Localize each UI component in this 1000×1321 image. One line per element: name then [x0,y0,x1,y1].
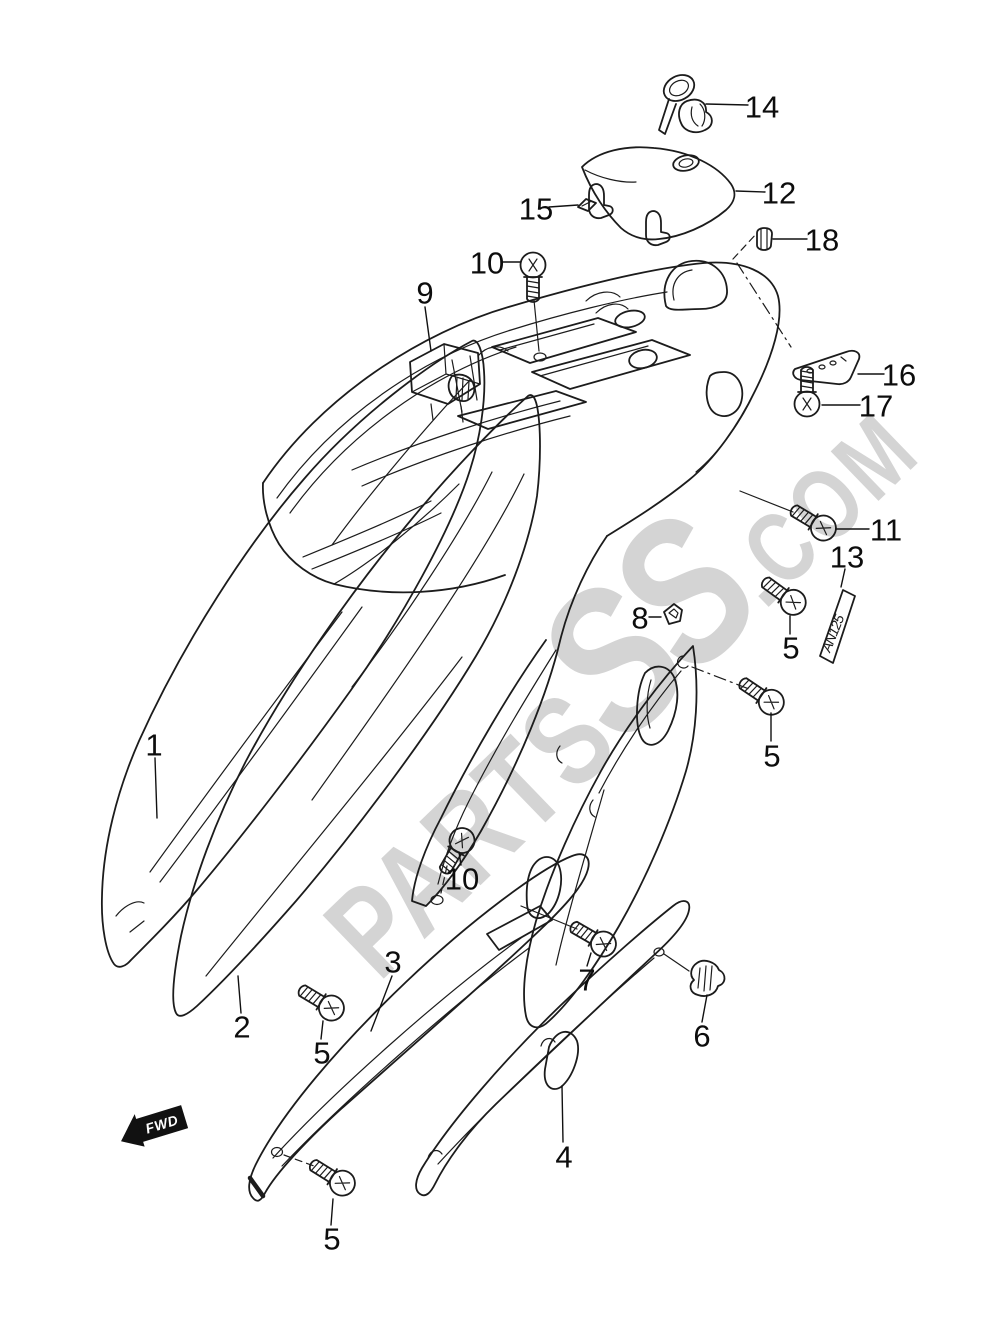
main-frame-cover [262,260,781,907]
callout-10-top: 10 [469,245,505,281]
screw-5-mid-right [732,670,790,721]
callout-3: 3 [384,944,402,980]
part-1-side-panel [100,339,486,968]
part-13-emblem: AN125 [818,589,856,664]
part-3-lower-cover [247,853,590,1202]
callout-8: 8 [631,600,649,636]
callout-10-bottom: 10 [444,861,480,897]
rear-side-cover [523,645,698,1090]
part-6-rivet [653,947,726,997]
callout-17: 17 [858,388,894,424]
leader-lines [154,103,885,1226]
fwd-arrow: FWD [121,1105,189,1147]
callout-15: 15 [518,191,554,227]
part-9-bracket [409,343,481,423]
callout-18: 18 [804,222,840,258]
callout-5-left: 5 [313,1035,331,1071]
alignment-lines [283,232,794,1167]
part-2-side-panel [172,394,541,1017]
callout-7: 7 [578,962,596,998]
part-17-bolt [793,366,821,418]
callout-14: 14 [744,89,780,125]
callout-9: 9 [416,275,434,311]
callout-6: 6 [693,1018,711,1054]
screw-5-bottom [303,1152,361,1202]
callout-11: 11 [869,512,903,548]
screw-11 [784,497,842,547]
callout-5-mid-right: 5 [763,738,781,774]
part-8-nut [663,603,683,625]
part-16-bracket-plate [792,349,861,386]
callout-2: 2 [233,1009,251,1045]
part-15-cushion [577,198,597,212]
part-14-lock-key [658,74,713,135]
part-18-clip [756,227,773,251]
part-12-tail-cover [581,146,736,247]
part-4-under-strip [415,900,691,1197]
callout-5-upper-right: 5 [782,630,800,666]
callout-16: 16 [881,357,917,393]
screw-10-top [519,251,547,303]
screw-5-left [292,977,350,1027]
callout-1: 1 [145,727,163,763]
callout-13: 13 [829,539,865,575]
screw-5-upper-right [755,569,812,621]
callout-4: 4 [555,1139,573,1175]
callout-5-bottom: 5 [323,1221,341,1257]
callout-12: 12 [761,175,797,211]
